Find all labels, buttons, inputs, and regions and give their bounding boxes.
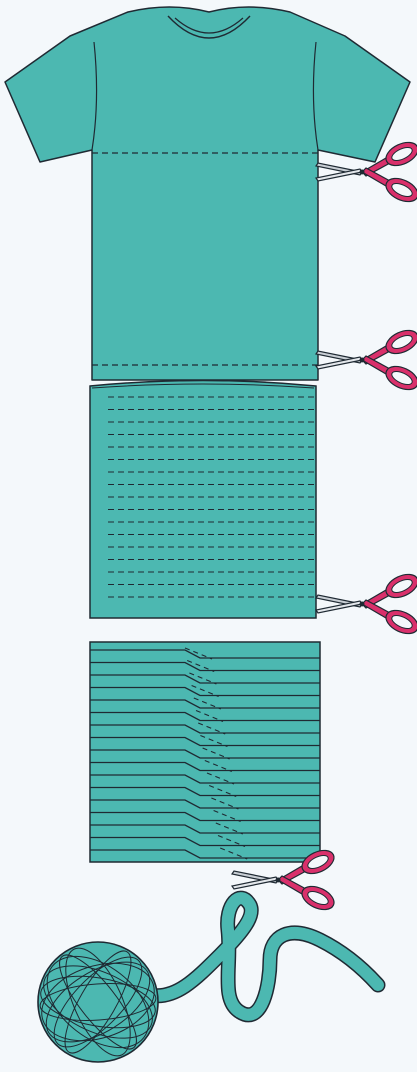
diagonal-cut-line (193, 697, 222, 710)
diagonal-cut-line (206, 772, 235, 785)
diagonal-cut-line (211, 797, 239, 810)
offset-strip-line (90, 849, 320, 859)
scissors-icon (315, 569, 417, 639)
offset-strip-line (90, 749, 320, 759)
yarn-wrap (46, 955, 150, 1049)
yarn-wrap (41, 962, 155, 1042)
offset-strip-line (90, 736, 320, 747)
diagonal-cut-line (213, 809, 241, 823)
offset-fold (89, 641, 321, 863)
offset-strip-line (90, 674, 320, 684)
diagonal-cut-line (191, 684, 219, 698)
yarn-wrap (39, 983, 157, 1021)
yarn-wrap (64, 950, 132, 1054)
diagonal-cut-line (186, 659, 215, 673)
diagonal-cut-line (189, 672, 217, 685)
diagonal-cut-line (217, 834, 246, 848)
yarn-wrap (59, 954, 137, 1050)
offset-strip-line (90, 824, 320, 834)
offset-strip-line (90, 799, 320, 809)
diagonal-cut-line (200, 734, 228, 748)
diagonal-cut-line (208, 784, 237, 798)
diagonal-cut-line (195, 709, 224, 723)
yarn-wrap (65, 947, 131, 1057)
yarn-ball-icon (37, 890, 386, 1063)
folded-tube (89, 379, 317, 619)
diagonal-cut-line (204, 759, 233, 773)
offset-strip-line (90, 811, 320, 822)
diagonal-cut-line (215, 822, 244, 835)
offset-strip-line (90, 711, 320, 722)
offset-strip-line (90, 686, 320, 697)
diagonal-cut-line (219, 847, 248, 860)
diagonal-cut-line (184, 647, 213, 660)
offset-strip-line (90, 761, 320, 772)
offset-strip-line (90, 836, 320, 847)
scissors-icon (315, 325, 417, 395)
offset-strip-line (90, 699, 320, 709)
offset-strip-line (90, 786, 320, 797)
offset-strip-line (90, 724, 320, 734)
offset-strip-line (90, 774, 320, 784)
offset-strip-line (90, 649, 320, 659)
offset-strip-line (90, 661, 320, 672)
diagonal-cut-line (202, 747, 230, 760)
diagonal-cut-line (197, 722, 226, 735)
tshirt-icon (4, 6, 411, 381)
